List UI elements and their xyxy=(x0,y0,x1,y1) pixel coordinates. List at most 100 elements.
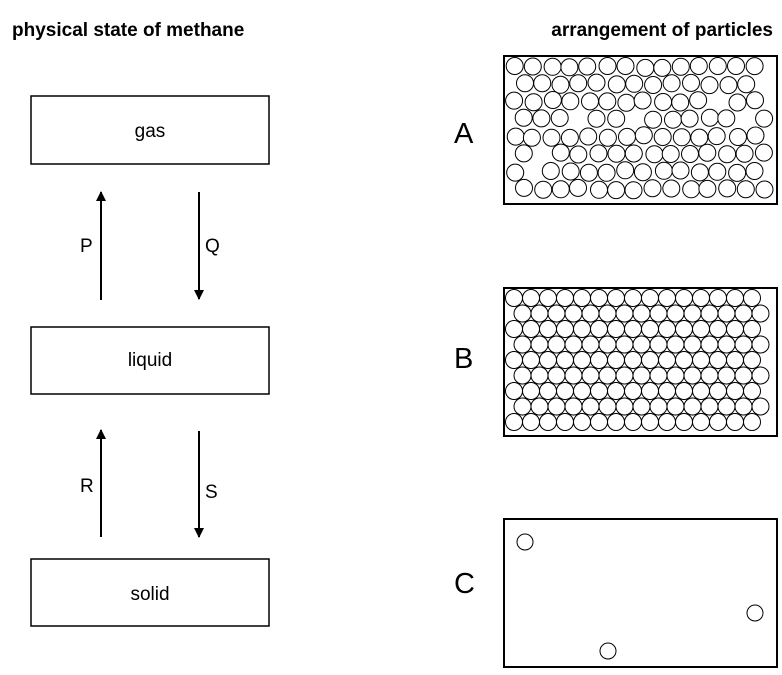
particle xyxy=(658,351,676,369)
particle xyxy=(718,179,737,198)
particle xyxy=(743,351,761,369)
particle xyxy=(700,108,719,127)
particle xyxy=(675,351,693,369)
particle xyxy=(658,382,676,400)
gas-box: gas xyxy=(30,95,270,165)
particle xyxy=(607,382,625,400)
particle xyxy=(587,73,606,92)
particle xyxy=(682,180,701,199)
particle xyxy=(658,289,676,307)
particle xyxy=(505,289,523,307)
particle xyxy=(581,335,600,354)
particle xyxy=(632,335,651,354)
particle xyxy=(513,397,532,416)
particle xyxy=(505,91,524,110)
particle xyxy=(615,335,634,354)
particle xyxy=(683,335,702,354)
particle xyxy=(683,397,702,416)
particle xyxy=(658,413,676,431)
particle xyxy=(641,320,659,338)
particle xyxy=(543,57,562,76)
particle xyxy=(726,351,744,369)
particle xyxy=(522,351,540,369)
particle xyxy=(539,413,557,431)
particle xyxy=(569,74,588,93)
particle xyxy=(726,413,744,431)
particle xyxy=(530,366,549,385)
gas-label: gas xyxy=(135,121,166,142)
particle xyxy=(505,57,524,75)
particle xyxy=(516,74,534,93)
particle xyxy=(755,109,774,128)
particle xyxy=(598,92,617,111)
particle xyxy=(649,397,668,416)
particle xyxy=(514,108,533,127)
particle xyxy=(556,351,574,369)
particle xyxy=(607,109,626,128)
particle xyxy=(564,366,583,385)
particle xyxy=(624,289,642,307)
particle xyxy=(590,320,608,338)
particle xyxy=(709,289,727,307)
particle xyxy=(751,335,770,354)
particle xyxy=(506,163,525,182)
particle xyxy=(573,382,591,400)
particle xyxy=(516,533,534,551)
particle xyxy=(541,162,560,180)
particle xyxy=(505,382,523,400)
particle xyxy=(561,92,580,111)
particle xyxy=(661,145,680,163)
particle xyxy=(726,289,744,307)
particle xyxy=(671,93,690,112)
particle xyxy=(599,642,617,660)
particle xyxy=(745,57,764,76)
letter-a: A xyxy=(454,118,474,150)
particle xyxy=(746,604,764,622)
panel-b-particles xyxy=(505,289,770,431)
particle xyxy=(539,382,557,400)
particle xyxy=(522,413,540,431)
particle xyxy=(728,163,747,182)
particle xyxy=(709,320,727,338)
particle xyxy=(718,145,737,164)
particle xyxy=(743,382,761,400)
particle xyxy=(709,351,727,369)
particle xyxy=(539,289,557,307)
particle xyxy=(746,126,765,145)
particle xyxy=(666,366,685,385)
particle xyxy=(598,128,617,147)
arrow-s-label: S xyxy=(205,482,218,503)
particle xyxy=(530,335,549,354)
particle xyxy=(700,76,719,95)
particle xyxy=(675,289,693,307)
particle xyxy=(625,74,644,93)
particle xyxy=(615,366,634,385)
particle xyxy=(598,397,617,416)
particle xyxy=(653,128,672,146)
particle xyxy=(754,143,773,162)
particle xyxy=(689,91,708,110)
particle xyxy=(675,413,693,431)
particle xyxy=(513,366,532,385)
particle xyxy=(700,397,719,416)
particle xyxy=(607,144,626,163)
particle xyxy=(556,382,574,400)
particle xyxy=(743,289,761,307)
particle xyxy=(643,179,662,198)
particle xyxy=(709,382,727,400)
particle xyxy=(664,110,682,129)
particle xyxy=(564,397,583,416)
particle xyxy=(505,320,523,338)
particle xyxy=(717,335,736,354)
particle xyxy=(717,304,736,323)
particle xyxy=(542,128,561,147)
particle xyxy=(534,180,553,199)
particle xyxy=(624,413,642,431)
particle xyxy=(506,127,525,146)
particle xyxy=(671,57,690,76)
particle xyxy=(618,127,636,146)
right-heading: arrangement of particles xyxy=(551,20,773,41)
particle xyxy=(672,128,691,147)
particle xyxy=(550,109,569,127)
particle xyxy=(681,145,699,163)
